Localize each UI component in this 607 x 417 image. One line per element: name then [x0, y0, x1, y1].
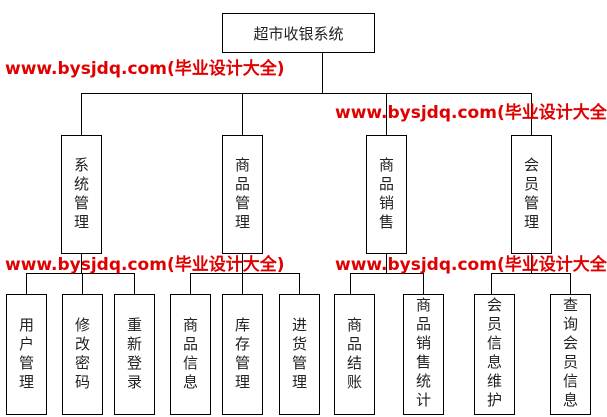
watermark: www.bysjdq.com(毕业设计大全): [335, 103, 607, 123]
connector: [322, 53, 323, 93]
connector: [242, 254, 243, 273]
module-label: 商品管理: [233, 156, 251, 233]
function-node: 查询会员信息: [550, 294, 591, 415]
connector: [242, 93, 243, 135]
watermark: www.bysjdq.com(毕业设计大全): [335, 255, 607, 275]
connector: [242, 273, 243, 294]
connector: [386, 254, 387, 273]
function-node: 修改密码: [62, 294, 103, 415]
function-label: 重新登录: [125, 316, 143, 393]
connector: [81, 93, 532, 94]
function-label: 商品销售统计: [414, 297, 432, 411]
function-node: 会员信息维护: [474, 294, 515, 415]
function-label: 商品结账: [345, 316, 363, 393]
connector: [350, 273, 351, 294]
module-node: 商品销售: [366, 135, 407, 254]
root-label: 超市收银系统: [253, 24, 344, 43]
function-node: 库存管理: [222, 294, 263, 415]
connector: [386, 93, 387, 135]
connector: [570, 273, 571, 294]
function-node: 商品销售统计: [403, 294, 444, 415]
function-label: 库存管理: [233, 316, 251, 393]
connector: [531, 254, 532, 273]
connector: [81, 93, 82, 135]
connector: [82, 273, 83, 294]
connector: [350, 273, 423, 274]
module-node: 系统管理: [61, 135, 102, 254]
connector: [26, 273, 27, 294]
module-label: 商品销售: [377, 156, 395, 233]
function-label: 会员信息维护: [485, 297, 503, 411]
watermark: www.bysjdq.com(毕业设计大全): [5, 59, 285, 79]
connector: [26, 273, 134, 274]
function-label: 用户管理: [17, 316, 35, 393]
function-node: 用户管理: [6, 294, 47, 415]
connector: [134, 273, 135, 294]
function-label: 进货管理: [290, 316, 308, 393]
connector: [190, 273, 191, 294]
function-label: 商品信息: [181, 316, 199, 393]
connector: [491, 273, 570, 274]
function-node: 商品信息: [170, 294, 211, 415]
connector: [423, 273, 424, 294]
connector: [531, 93, 532, 135]
connector: [190, 273, 299, 274]
function-node: 重新登录: [114, 294, 155, 415]
function-label: 修改密码: [73, 316, 91, 393]
module-label: 系统管理: [72, 156, 90, 233]
connector: [299, 273, 300, 294]
module-node: 商品管理: [222, 135, 263, 254]
module-node: 会员管理: [511, 135, 552, 254]
connector: [491, 273, 492, 294]
function-label: 查询会员信息: [561, 297, 579, 411]
watermark: www.bysjdq.com(毕业设计大全): [5, 255, 285, 275]
connector: [81, 254, 82, 273]
function-node: 商品结账: [334, 294, 375, 415]
function-node: 进货管理: [279, 294, 320, 415]
root-node: 超市收银系统: [222, 13, 375, 53]
module-label: 会员管理: [522, 156, 540, 233]
